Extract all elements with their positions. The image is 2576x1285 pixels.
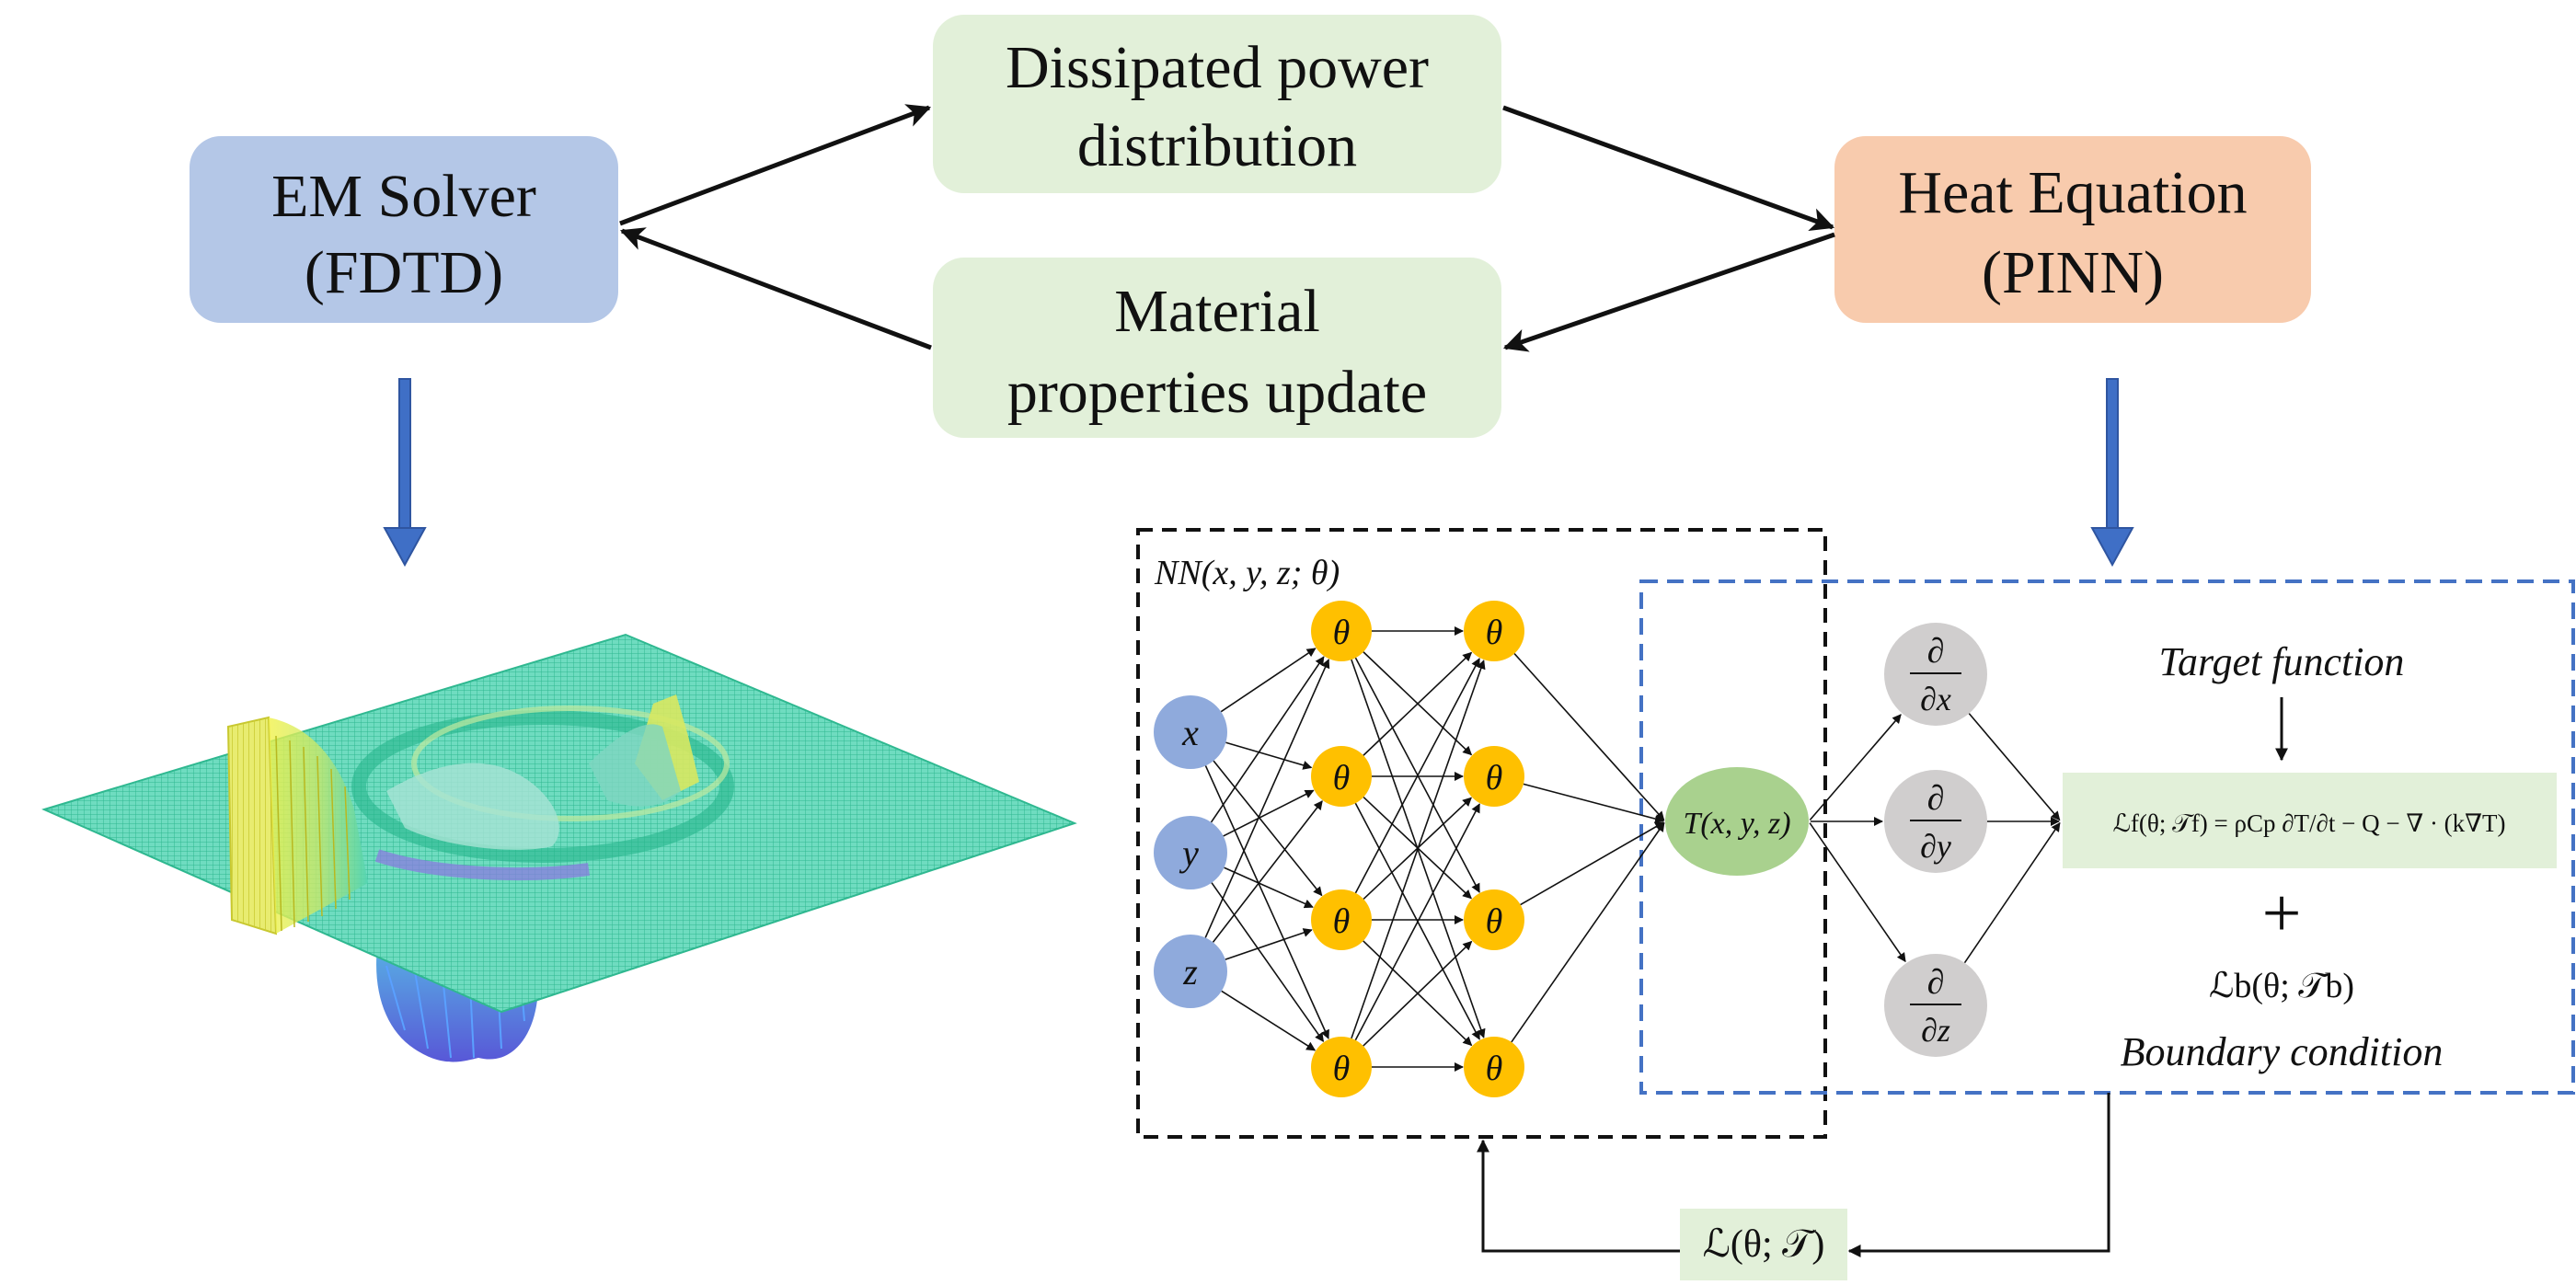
material-update-box: Material properties update	[933, 258, 1501, 438]
network-edge	[1225, 741, 1313, 770]
hidden-label: θ	[1486, 614, 1503, 652]
network-edges	[1204, 626, 2061, 1072]
heat-line1: Heat Equation	[1898, 159, 2247, 226]
hidden-label: θ	[1486, 759, 1503, 797]
hidden-node: θ	[1311, 889, 1372, 950]
network-edge	[1204, 659, 1330, 938]
em-solver-line1: EM Solver	[271, 163, 536, 230]
network-edge	[1513, 653, 1665, 821]
target-formula: ℒf(θ; 𝒯f) = ρCp ∂T/∂t − Q − ∇ · (k∇T)	[2112, 809, 2505, 837]
neural-network-box	[1136, 528, 1827, 1139]
arrow-heat-to-material	[1502, 232, 1835, 352]
derivative-node: ∂ ∂y	[1884, 770, 1987, 873]
loss-box: ℒ(θ; 𝒯)	[1680, 1209, 1847, 1280]
material-line1: Material	[1114, 278, 1320, 345]
hidden-label: θ	[1486, 902, 1503, 941]
network-edge	[1212, 800, 1323, 943]
hidden-node: θ	[1311, 601, 1372, 661]
derivative-numerator: ∂	[1927, 779, 1945, 818]
hidden-node: θ	[1464, 889, 1524, 950]
input-label-x: x	[1181, 712, 1199, 753]
network-edge	[1363, 940, 1473, 1047]
network-edge	[1225, 928, 1313, 960]
input-node: z	[1154, 935, 1227, 1008]
boundary-formula: ℒb(θ; 𝒯b)	[2209, 967, 2354, 1005]
coupling-arrows	[619, 104, 1835, 352]
mesh-surface-plot-icon	[41, 633, 1077, 1062]
network-edge	[1211, 882, 1325, 1043]
network-edge	[1363, 651, 1473, 756]
loss-formula: ℒ(θ; 𝒯)	[1703, 1223, 1825, 1266]
derivative-denominator: ∂y	[1920, 828, 1951, 865]
heat-equation-box: Heat Equation (PINN)	[1834, 136, 2311, 323]
network-edge	[1354, 658, 1480, 894]
network-edge	[1223, 789, 1315, 837]
network-edge	[1511, 821, 1665, 1043]
network-edge	[1968, 713, 2061, 821]
derivative-denominator: ∂z	[1921, 1012, 1950, 1049]
hidden-label: θ	[1333, 902, 1351, 941]
target-equation: ℒf(θ; 𝒯f) = ρCp ∂T/∂t − Q − ∇ · (k∇T)	[2063, 773, 2557, 868]
dissipated-power-box: Dissipated power distribution	[933, 15, 1501, 193]
network-edge	[1354, 803, 1480, 1041]
hidden-node: θ	[1311, 1037, 1372, 1097]
derivative-node: ∂ ∂z	[1884, 954, 1987, 1057]
hidden-node: θ	[1311, 746, 1372, 807]
network-edge	[1221, 990, 1317, 1051]
network-edge	[1220, 648, 1317, 713]
nn-label: NN(x, y, z; θ)	[1154, 554, 1340, 592]
output-node: T(x, y, z)	[1665, 767, 1809, 876]
hidden-label: θ	[1333, 759, 1351, 797]
plus-sign: +	[2262, 875, 2302, 952]
network-edge	[1204, 765, 1329, 1039]
network-edge	[1224, 866, 1314, 909]
em-solver-line2: (FDTD)	[305, 239, 503, 306]
heat-line2: (PINN)	[1982, 239, 2164, 306]
em-solver-box: EM Solver (FDTD)	[190, 136, 618, 323]
derivative-node: ∂ ∂x	[1884, 623, 1987, 726]
down-arrow-icon	[2090, 378, 2134, 568]
network-edge	[1210, 656, 1325, 823]
hidden-label: θ	[1486, 1050, 1503, 1088]
derivative-denominator: ∂x	[1920, 681, 1951, 717]
target-function-label: Target function	[2159, 639, 2405, 684]
dissipated-line2: distribution	[1077, 112, 1357, 179]
network-edge	[1809, 714, 1902, 821]
hidden-node: θ	[1464, 746, 1524, 807]
derivative-numerator: ∂	[1927, 632, 1945, 671]
arrow-material-to-em	[619, 227, 932, 350]
network-edge	[1523, 783, 1665, 824]
input-label-z: z	[1182, 951, 1198, 992]
input-label-y: y	[1179, 832, 1199, 874]
down-arrow-icon	[383, 378, 427, 568]
arrow-dissipated-to-heat	[1502, 105, 1835, 232]
network-edge	[1963, 821, 2061, 964]
input-node: x	[1154, 695, 1227, 769]
network-edge	[1520, 821, 1665, 906]
network-edge	[1351, 660, 1486, 1039]
hidden-node: θ	[1464, 1037, 1524, 1097]
hidden-label: θ	[1333, 1050, 1351, 1088]
boundary-condition-label: Boundary condition	[2121, 1029, 2444, 1074]
dissipated-line1: Dissipated power	[1006, 34, 1429, 101]
network-edge	[1213, 760, 1323, 897]
network-edge	[1809, 822, 1906, 963]
feedback-loop	[1477, 1093, 2110, 1257]
material-line2: properties update	[1007, 359, 1427, 426]
hidden-label: θ	[1333, 614, 1351, 652]
input-node: y	[1154, 816, 1227, 889]
output-label: T(x, y, z)	[1683, 807, 1790, 841]
arrow-em-to-dissipated	[619, 104, 932, 226]
hidden-node: θ	[1464, 601, 1524, 661]
derivative-numerator: ∂	[1927, 963, 1945, 1002]
